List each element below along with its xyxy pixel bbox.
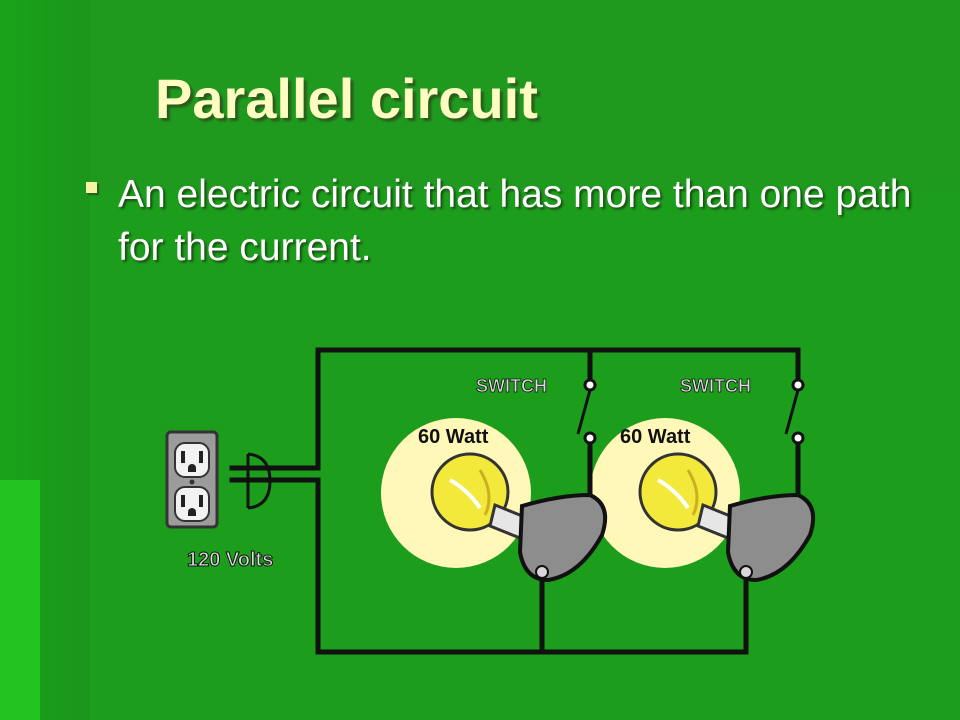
switch-icon bbox=[576, 378, 597, 495]
bulb-wattage-label: 60 Watt bbox=[418, 426, 489, 448]
background-corner bbox=[0, 480, 40, 720]
light-bulb-icon bbox=[430, 452, 607, 600]
parallel-circuit-diagram: 120 Volts SWITCH SWITCH bbox=[150, 330, 830, 670]
plug-icon bbox=[232, 452, 272, 510]
light-bulb-icon bbox=[638, 452, 815, 600]
outlet-voltage-label: 120 Volts bbox=[187, 549, 273, 571]
slide-title: Parallel circuit bbox=[155, 67, 538, 130]
outlet-icon bbox=[165, 430, 219, 529]
switch-icon bbox=[784, 378, 805, 495]
switch-label: SWITCH bbox=[680, 376, 751, 396]
bullet-icon bbox=[86, 182, 97, 193]
switch-label: SWITCH bbox=[476, 376, 547, 396]
bullet-text: An electric circuit that has more than o… bbox=[118, 173, 912, 269]
background-panel bbox=[90, 190, 960, 720]
bulb-wattage-label: 60 Watt bbox=[620, 426, 691, 448]
